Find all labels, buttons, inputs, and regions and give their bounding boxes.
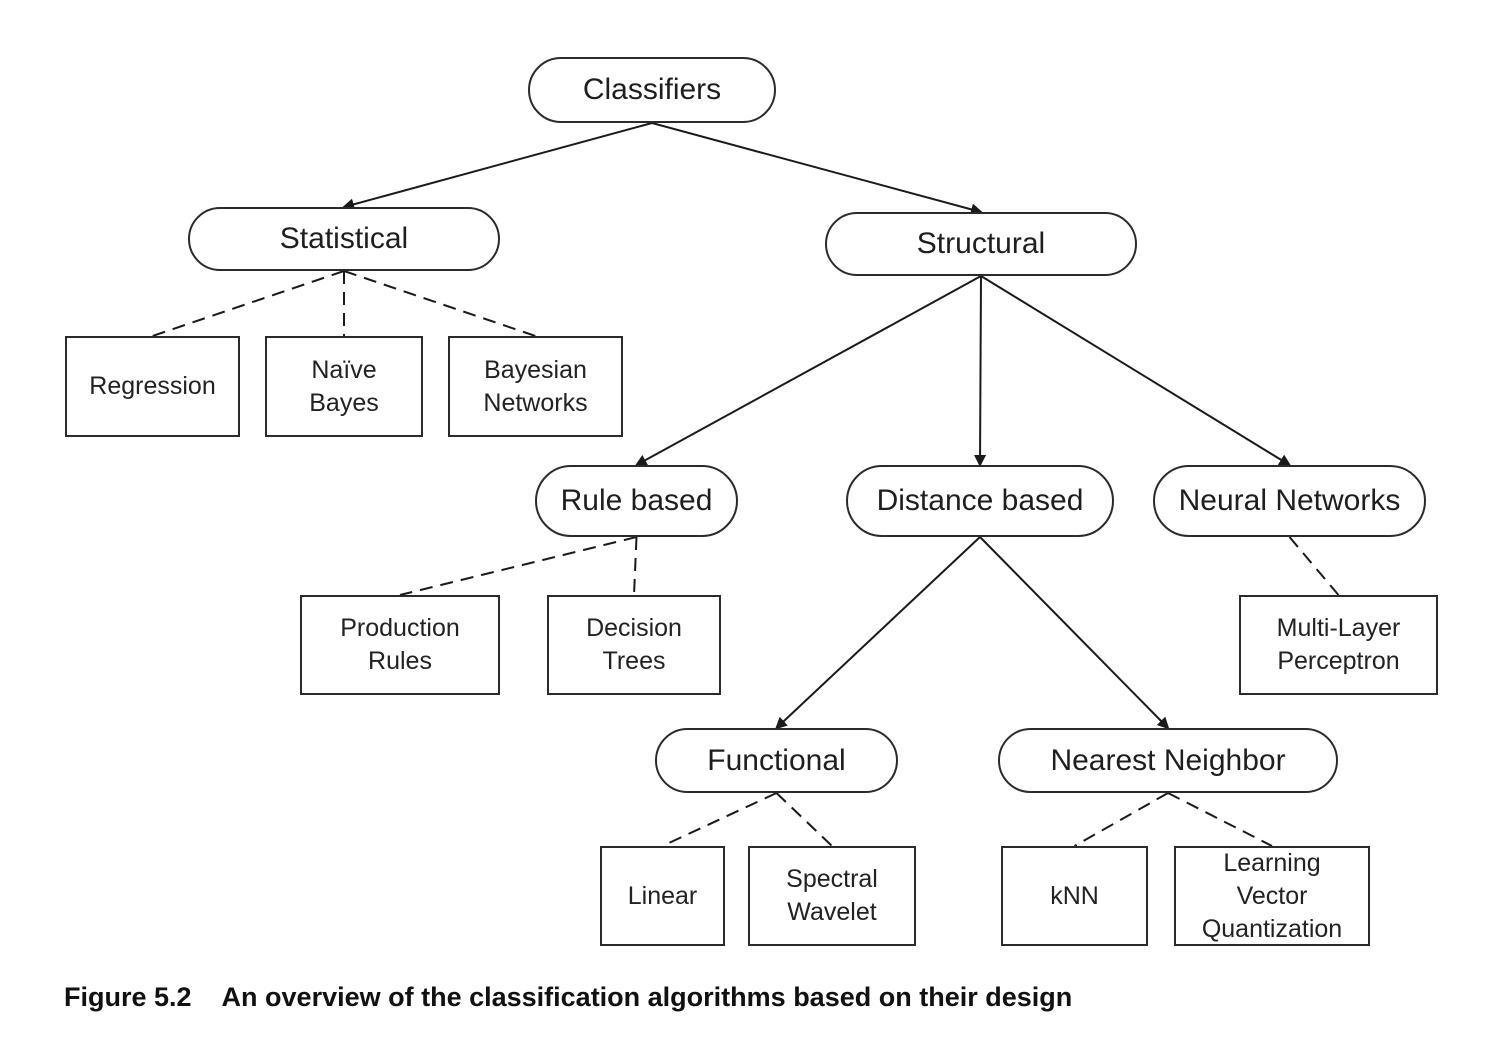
- classifier-taxonomy-connectors: [152, 122, 1340, 847]
- figure-caption-text: An overview of the classification algori…: [221, 982, 1073, 1012]
- node-neural-networks: Neural Networks: [1153, 465, 1426, 537]
- edge-statistical-to-regression: [152, 270, 345, 337]
- figure-caption: Figure 5.2 An overview of the classificat…: [64, 982, 1072, 1013]
- edge-classifiers-to-structural: [651, 122, 983, 216]
- node-production-rules: Production Rules: [300, 595, 500, 695]
- node-spectral-wavelet: Spectral Wavelet: [748, 846, 916, 946]
- edge-functional-to-spectral-wavelet: [775, 792, 833, 847]
- edge-distance-based-to-functional: [775, 536, 981, 730]
- node-linear: Linear: [600, 846, 725, 946]
- node-structural: Structural: [825, 212, 1137, 276]
- edge-nearest-neighbor-to-knn: [1074, 792, 1169, 847]
- node-classifiers: Classifiers: [528, 57, 776, 123]
- edge-structural-to-rule-based: [634, 275, 982, 466]
- edge-structural-to-distance-based: [974, 275, 987, 467]
- node-statistical: Statistical: [188, 207, 500, 271]
- edge-neural-networks-to-multi-layer-perceptron: [1288, 536, 1340, 596]
- node-distance-based: Distance based: [846, 465, 1114, 537]
- edge-nearest-neighbor-to-lvq: [1167, 792, 1273, 847]
- edge-functional-to-linear: [662, 792, 777, 847]
- edge-rule-based-to-production-rules: [399, 536, 637, 596]
- node-bayesian-networks: Bayesian Networks: [448, 336, 623, 437]
- figure-number: Figure 5.2: [64, 982, 192, 1012]
- node-knn: kNN: [1001, 846, 1148, 946]
- node-regression: Regression: [65, 336, 240, 437]
- node-learning-vector-quantization: Learning Vector Quantization: [1174, 846, 1370, 946]
- node-nearest-neighbor: Nearest Neighbor: [998, 728, 1338, 793]
- node-rule-based: Rule based: [535, 465, 738, 537]
- node-functional: Functional: [655, 728, 898, 793]
- edge-rule-based-to-decision-trees: [633, 536, 638, 596]
- edge-distance-based-to-nearest-neighbor: [979, 536, 1170, 730]
- node-multi-layer-perceptron: Multi-Layer Perceptron: [1239, 595, 1438, 695]
- edge-classifiers-to-statistical: [342, 122, 653, 211]
- edge-structural-to-neural-networks: [980, 275, 1292, 467]
- node-naive-bayes: Naïve Bayes: [265, 336, 423, 437]
- node-decision-trees: Decision Trees: [547, 595, 721, 695]
- edge-statistical-to-bayesian-networks: [343, 270, 536, 337]
